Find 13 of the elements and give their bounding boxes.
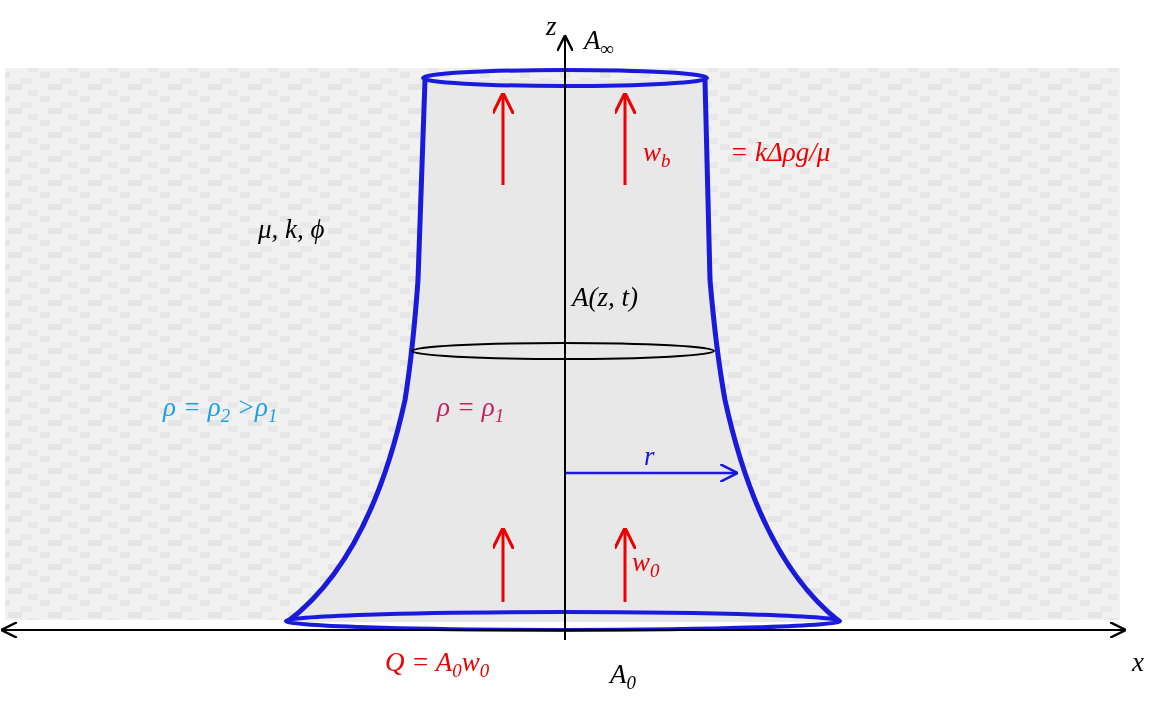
math-label: z <box>546 12 557 42</box>
math-label: = kΔρg/μ <box>730 138 831 168</box>
math-label: Q = A$_{0}$w$_{0}$ <box>385 648 490 683</box>
math-label: ρ = ρ$_{2}$ >ρ$_{1}$ <box>163 393 278 428</box>
math-label: A(z, t) <box>572 283 638 313</box>
math-label: x <box>1132 648 1144 678</box>
math-label: r <box>644 442 655 472</box>
math-label: ρ = ρ$_{1}$ <box>437 393 505 428</box>
math-label: A$_{0}$ <box>610 660 636 695</box>
math-label: w$_{0}$ <box>632 548 660 583</box>
math-label: w$_{b}$ <box>643 138 671 173</box>
math-label: A$_{∞}$ <box>584 26 614 61</box>
math-label: μ, k, ϕ <box>258 215 325 245</box>
